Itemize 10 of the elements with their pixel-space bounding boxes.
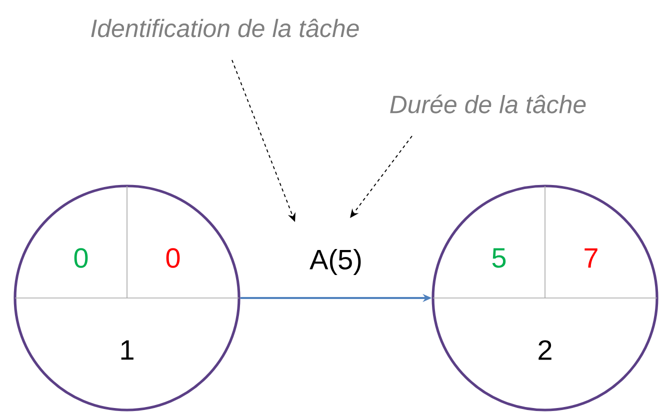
late-date: 7 bbox=[584, 248, 598, 268]
leader-line bbox=[350, 136, 412, 218]
event-number: 2 bbox=[538, 340, 552, 360]
edge-label: A(5) bbox=[308, 246, 364, 278]
note-text: Identification de la tâche bbox=[91, 18, 359, 38]
event-number: 1 bbox=[121, 340, 134, 360]
early-date: 5 bbox=[492, 248, 506, 268]
late-date: 0 bbox=[166, 248, 180, 268]
note-text: Durée de la tâche bbox=[390, 94, 586, 114]
early-date: 0 bbox=[74, 248, 88, 268]
